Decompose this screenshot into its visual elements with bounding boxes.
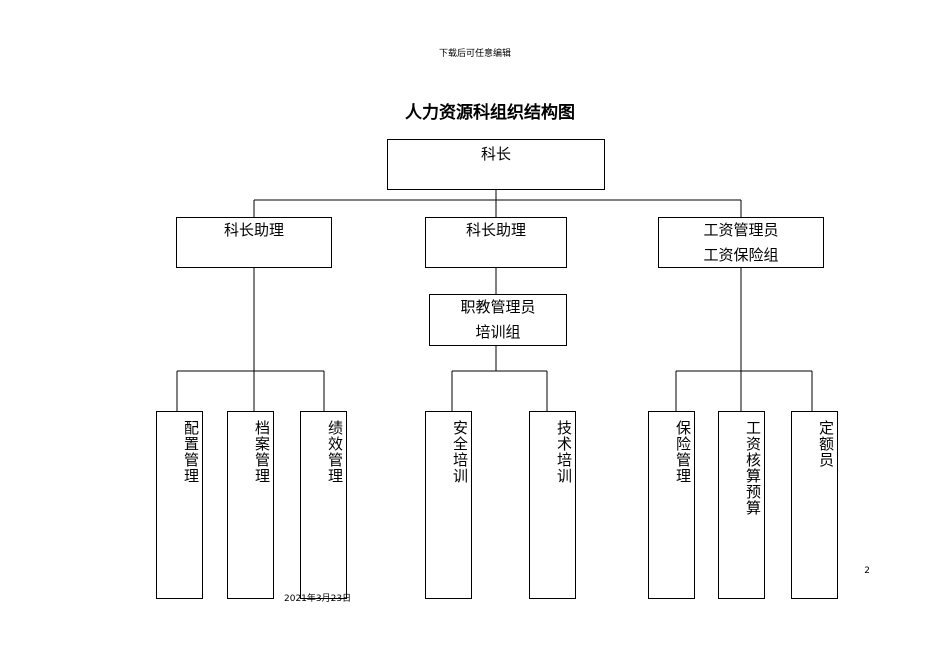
leaf-node: 档案管理 <box>227 411 274 599</box>
node-label: 科长助理 <box>465 221 526 239</box>
leaf-node: 保险管理 <box>648 411 695 599</box>
leaf-node: 工资核算预算 <box>718 411 765 599</box>
leaf-node: 配置管理 <box>156 411 203 599</box>
leaf-label: 保险管理 <box>674 420 692 484</box>
diagram-title: 人力资源科组织结构图 <box>405 103 575 123</box>
level1-node-left: 科长助理 <box>176 217 332 268</box>
level1-node-middle: 科长助理 <box>425 217 567 268</box>
page-number: 2 <box>864 566 870 576</box>
level1-node-right: 工资管理员 工资保险组 <box>658 217 824 268</box>
leaf-label: 技术培训 <box>555 420 573 484</box>
header-note: 下载后可任意编辑 <box>438 49 511 59</box>
level2-node-training: 职教管理员 培训组 <box>429 294 567 346</box>
leaf-label: 工资核算预算 <box>744 420 762 516</box>
node-label-line2: 工资保险组 <box>703 246 779 264</box>
node-label: 科长助理 <box>223 221 284 239</box>
node-label-line1: 职教管理员 <box>460 298 536 316</box>
node-label-line1: 工资管理员 <box>703 221 779 239</box>
date-stamp: 2021年3月23日 <box>284 594 352 604</box>
leaf-node: 安全培训 <box>425 411 472 599</box>
leaf-node: 定额员 <box>791 411 838 599</box>
node-label-line2: 培训组 <box>475 323 521 341</box>
root-node: 科长 <box>387 139 605 190</box>
root-node-label: 科长 <box>480 145 511 163</box>
leaf-label: 绩效管理 <box>326 420 344 484</box>
leaf-label: 档案管理 <box>253 420 271 484</box>
leaf-label: 配置管理 <box>182 420 200 484</box>
leaf-node: 绩效管理 <box>300 411 347 599</box>
leaf-label: 定额员 <box>817 420 835 468</box>
leaf-label: 安全培训 <box>451 420 469 484</box>
leaf-node: 技术培训 <box>529 411 576 599</box>
